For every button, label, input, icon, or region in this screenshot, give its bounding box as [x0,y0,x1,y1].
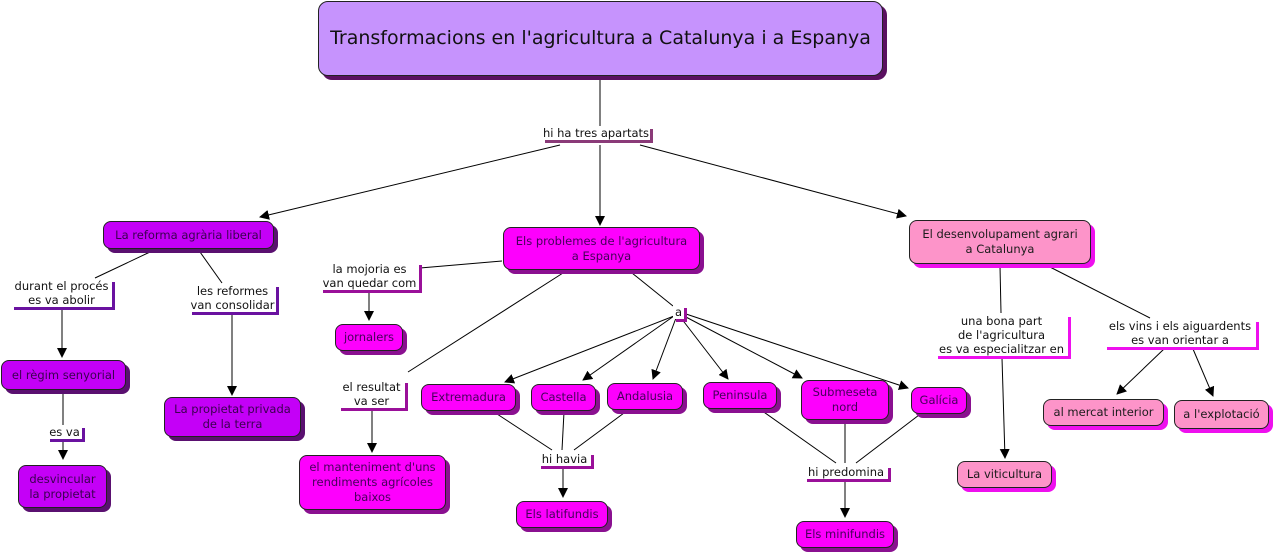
edge-problemes-a [631,272,674,307]
node-label: Castella [540,390,587,404]
node-latifundis[interactable]: Els latifundis [516,501,608,528]
node-viticultura[interactable]: La viticultura [957,461,1052,488]
node-mercat-interior[interactable]: al mercat interior [1043,399,1164,426]
node-extremadura[interactable]: Extremadura [421,384,516,411]
edge-a-castella [582,315,675,381]
edge-reforma-durant [94,251,151,279]
edge-problemes-majoria [419,260,503,269]
node-label: desvincular la propietat [29,471,96,501]
node-minifundis[interactable]: Els minifundis [796,521,894,548]
node-label: al mercat interior [1053,405,1154,419]
node-label: el manteniment d'uns rendiments agrícole… [309,460,436,504]
node-label: El desenvolupament agrari a Catalunya [922,227,1078,256]
root-title: Transformacions en l'agricultura a Catal… [330,27,871,49]
node-jornalers[interactable]: jornalers [335,324,403,351]
node-regim-senyorial[interactable]: el règim senyorial [1,360,126,390]
node-peninsula[interactable]: Peninsula [703,382,777,409]
edge-link-reforma [259,144,561,220]
edge-peninsula-predomina [760,409,837,464]
node-label: el règim senyorial [11,367,116,382]
node-castella[interactable]: Castella [531,384,596,411]
link-la-majoria: la mojoria es van quedar com [320,262,419,290]
node-label: Submeseta nord [812,385,878,414]
node-label: La propietat privada de la terra [174,402,291,431]
node-submeseta-nord[interactable]: Submeseta nord [801,380,889,420]
node-label: jornalers [343,330,395,344]
edge-extremadura-hihavia [493,411,553,451]
link-hi-predomina: hi predomina [804,465,888,479]
link-durant-el-proces: durant el procés es va abolir [11,279,112,307]
edge-a-galicia [685,313,909,390]
edge-a-submeseta [683,315,803,379]
edge-a-andalusia [651,317,677,380]
edge-andalusia-hihavia [573,412,625,451]
node-reforma-agraria-liberal[interactable]: La reforma agrària liberal [103,221,274,249]
edge-reforma-reformes [199,251,223,284]
edge-bonapart-viticultura [999,357,1010,459]
node-label: Extremadura [431,390,506,404]
edge-link-desenvolupament [639,144,907,219]
node-label: Andalusia [616,389,674,403]
edge-vins-explotacio [1192,348,1215,397]
node-andalusia[interactable]: Andalusia [607,383,683,410]
edge-desenv-bonapart [999,265,1002,314]
node-desvincular-propietat[interactable]: desvincular la propietat [18,465,107,508]
link-el-resultat: el resultat va ser [338,380,405,408]
link-a: a [673,305,684,319]
node-label: Els minifundis [804,527,886,541]
edge-galicia-predomina [855,414,920,464]
edge-a-extremadura [504,315,675,384]
node-explotacio[interactable]: a l'explotació [1174,400,1269,429]
edge-desenv-vins [1047,265,1151,319]
node-label: Galícia [919,393,959,407]
link-hi-ha-tres-apartats: hi ha tres apartats [542,126,651,140]
edge-a-peninsula [680,317,729,380]
root-concept[interactable]: Transformacions en l'agricultura a Catal… [318,1,883,76]
node-galicia[interactable]: Galícia [911,387,967,414]
link-les-reformes: les reformes van consolidar [189,284,276,312]
node-label: Els latifundis [525,507,599,521]
node-label: Els problemes de l'agricultura a Espanya [515,233,688,263]
link-els-vins: els vins i els aiguardents es van orient… [1104,319,1256,347]
node-label: La reforma agrària liberal [115,227,262,242]
edge-vins-mercat [1116,348,1165,395]
edge-problemes-resultat [407,272,564,373]
node-label: La viticultura [966,467,1043,481]
node-propietat-privada[interactable]: La propietat privada de la terra [164,397,301,437]
node-label: a l'explotació [1183,407,1260,421]
link-una-bona-part: una bona part de l'agricultura es va esp… [935,314,1068,356]
link-es-va: es va [47,425,82,439]
node-desenvolupament-agrari[interactable]: El desenvolupament agrari a Catalunya [909,220,1091,264]
node-label: Peninsula [712,388,768,402]
node-problemes-agricultura[interactable]: Els problemes de l'agricultura a Espanya [503,227,700,270]
edge-castella-hihavia [561,411,565,451]
link-hi-havia: hi havia [538,452,591,466]
node-manteniment-rendiments[interactable]: el manteniment d'uns rendiments agrícole… [299,455,446,510]
